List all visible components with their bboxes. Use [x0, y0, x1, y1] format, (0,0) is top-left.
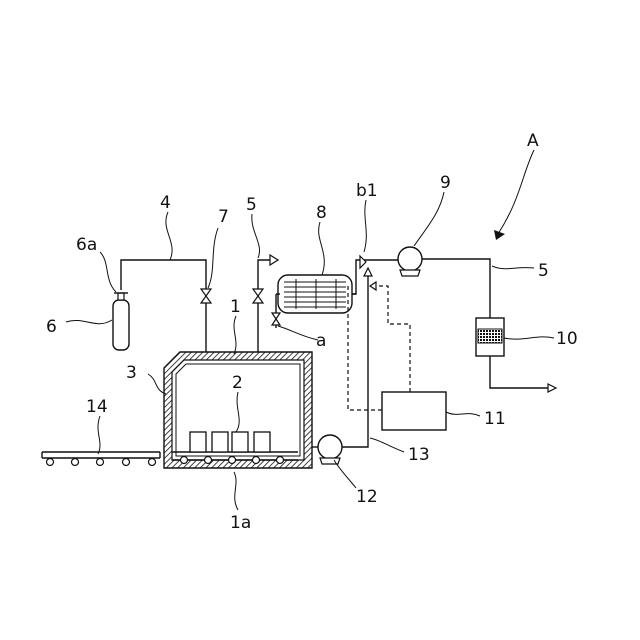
label-11: 11 [484, 409, 506, 429]
label-10: 10 [556, 329, 578, 349]
recovery-line [352, 247, 490, 318]
valve-7 [201, 289, 211, 303]
exhaust-pipe [253, 255, 278, 352]
controller [348, 282, 446, 430]
outside-conveyor [42, 452, 160, 466]
label-A: A [527, 131, 539, 151]
condenser [276, 275, 356, 313]
label-1: 1 [230, 297, 241, 317]
label-13: 13 [408, 445, 430, 465]
label-4: 4 [160, 193, 171, 213]
label-5-top: 5 [246, 195, 257, 215]
label-5-right: 5 [538, 261, 549, 281]
label-1a: 1a [230, 513, 251, 533]
label-b1: b1 [356, 181, 378, 201]
label-3: 3 [126, 363, 137, 383]
label-6: 6 [46, 317, 57, 337]
gas-cylinder [113, 293, 129, 350]
label-6a: 6a [76, 235, 97, 255]
label-8: 8 [316, 203, 327, 223]
label-7: 7 [218, 207, 229, 227]
adsorber [476, 318, 556, 392]
supply-pipe [121, 260, 211, 352]
pump-9 [398, 247, 422, 271]
valve-5 [253, 289, 263, 303]
pump-12 [318, 435, 342, 459]
label-2: 2 [232, 373, 243, 393]
label-9: 9 [440, 173, 451, 193]
label-14: 14 [86, 397, 108, 417]
label-a: a [316, 331, 326, 351]
label-12: 12 [356, 487, 378, 507]
